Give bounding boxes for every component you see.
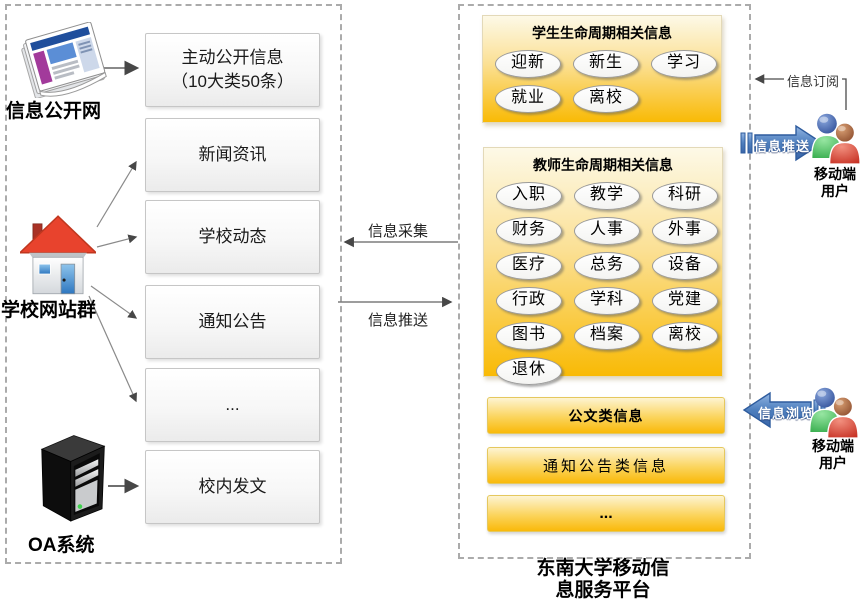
source-box-documents: 校内发文 (145, 450, 320, 524)
platform-title: 东南大学移动信 息服务平台 (458, 558, 748, 602)
mobile-users-icon (806, 386, 860, 438)
oa-source-label: OA系统 (28, 535, 95, 556)
student-panel-title: 学生生命周期相关信息 (532, 25, 672, 41)
student-lifecycle-panel: 学生生命周期相关信息 迎新 新生 学习 就业 离校 (482, 15, 722, 123)
arrow-website-to-dynamics (96, 234, 138, 248)
tag-row: 迎新 新生 学习 (495, 50, 721, 78)
category-oval: 科研 (652, 182, 718, 210)
source-box-news: 新闻资讯 (145, 118, 320, 192)
mobile-users-label-line: 移动端 (812, 438, 854, 454)
info-push-arrow-label: 信息推送 (754, 139, 811, 154)
category-oval: 教学 (574, 182, 640, 210)
category-oval: 就业 (495, 85, 561, 113)
mobile-users-label-line: 用户 (819, 455, 847, 471)
mobile-users-icon (808, 112, 862, 164)
tag-row: 退休 (496, 357, 722, 385)
category-oval: 外事 (652, 217, 718, 245)
info-push-block-arrow (740, 124, 824, 162)
category-oval: 图书 (496, 322, 562, 350)
teacher-lifecycle-panel: 教师生命周期相关信息 入职 教学 科研 财务 人事 外事 医疗 总务 设备 行政… (483, 147, 723, 385)
tag-row: 行政 学科 党建 (496, 287, 722, 315)
category-oval: 医疗 (496, 252, 562, 280)
category-oval: 财务 (496, 217, 562, 245)
category-oval: 退休 (496, 357, 562, 385)
source-box-line: ... (225, 395, 240, 414)
category-oval: 新生 (573, 50, 639, 78)
platform-title-line: 东南大学移动信 (536, 558, 670, 579)
category-oval: 离校 (573, 85, 639, 113)
tag-row: 图书 档案 离校 (496, 322, 722, 350)
info-bar-label: 公文类信息 (568, 407, 644, 424)
category-oval: 入职 (496, 182, 562, 210)
tag-row: 就业 离校 (495, 85, 721, 113)
tag-row: 财务 人事 外事 (496, 217, 722, 245)
source-box-dynamics: 学校动态 (145, 200, 320, 274)
category-oval: 党建 (652, 287, 718, 315)
category-oval: 行政 (496, 287, 562, 315)
info-browse-arrow-label: 信息浏览 (758, 406, 815, 421)
teacher-panel-title: 教师生命周期相关信息 (533, 157, 673, 173)
source-box-line: 学校动态 (198, 227, 267, 246)
source-box-line: 通知公告 (198, 312, 267, 331)
mobile-users-label-line: 移动端 (814, 166, 856, 182)
info-bar-label: 通知公告类信息 (542, 459, 669, 475)
newspaper-icon (21, 22, 107, 98)
server-icon (40, 435, 106, 522)
tag-row: 入职 教学 科研 (496, 182, 722, 210)
mobile-users-label-bottom: 移动端 用户 (798, 438, 865, 472)
category-oval: 迎新 (495, 50, 561, 78)
info-bar-notices: 通知公告类信息 (487, 447, 725, 484)
left-sources-container (5, 4, 342, 564)
source-box-public-info: 主动公开信息 （10大类50条） (145, 33, 320, 107)
source-box-line: 主动公开信息 (181, 48, 284, 67)
category-oval: 设备 (652, 252, 718, 280)
info-push-mid-label: 信息推送 (367, 312, 428, 329)
category-oval: 学科 (574, 287, 640, 315)
arrow-website-to-more (88, 295, 137, 403)
category-oval: 总务 (574, 252, 640, 280)
info-bar-official-docs: 公文类信息 (487, 397, 725, 434)
source-box-more: ... (145, 368, 320, 442)
mobile-users-label-top: 移动端 用户 (800, 166, 865, 200)
arrow-website-to-news (96, 160, 137, 228)
category-oval: 档案 (574, 322, 640, 350)
info-bar-label: ... (599, 504, 613, 522)
source-box-notice: 通知公告 (145, 285, 320, 359)
tag-row: 医疗 总务 设备 (496, 252, 722, 280)
source-box-line: 校内发文 (198, 477, 267, 496)
info-subscribe-label: 信息订阅 (784, 71, 843, 90)
website-source-label: 学校网站群 (1, 300, 97, 321)
house-icon (20, 215, 96, 295)
platform-container (458, 4, 751, 559)
info-bar-more: ... (487, 495, 725, 532)
category-oval: 学习 (651, 50, 717, 78)
source-box-line: （10大类50条） (171, 72, 294, 91)
category-oval: 离校 (652, 322, 718, 350)
platform-title-line: 息服务平台 (555, 580, 651, 601)
category-oval: 人事 (574, 217, 640, 245)
info-collect-label: 信息采集 (367, 223, 428, 240)
mobile-users-label-line: 用户 (821, 183, 849, 199)
arrow-website-to-notice (90, 285, 138, 319)
source-box-line: 新闻资讯 (198, 145, 267, 164)
newspaper-source-label: 信息公开网 (6, 101, 102, 122)
